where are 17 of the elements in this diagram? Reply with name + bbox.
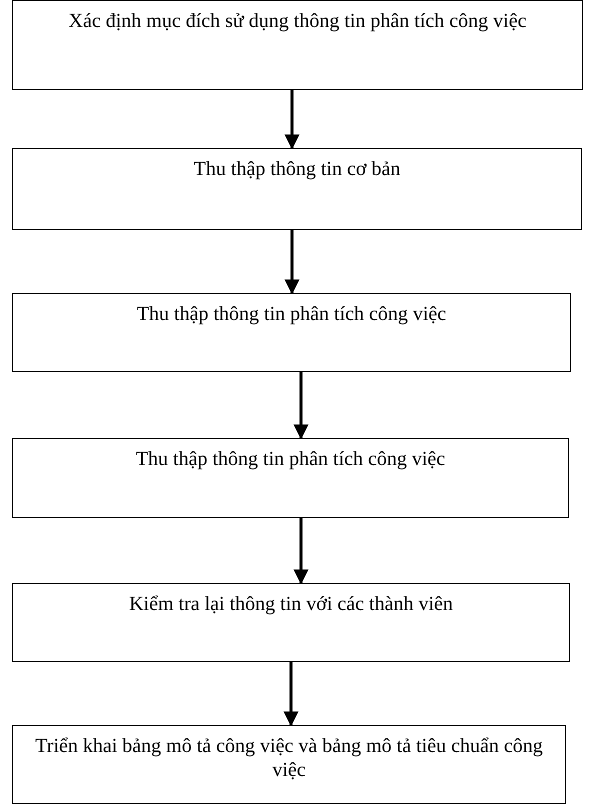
arrow <box>284 662 298 726</box>
process-box <box>12 293 571 372</box>
step-text: Kiểm tra lại thông tin với các thành viên <box>128 592 454 616</box>
process-box <box>12 0 583 90</box>
arrow <box>284 230 300 294</box>
step-text: Xác định mục đích sử dụng thông tin phân tích công việc <box>68 9 528 33</box>
arrow <box>294 372 308 440</box>
step-text: Thu thập thông tin phân tích công việc <box>134 447 446 471</box>
arrow <box>294 518 308 584</box>
process-box <box>12 148 582 230</box>
process-box <box>12 438 569 518</box>
step-text: Thu thập thông tin cơ bản <box>192 157 402 181</box>
step-text: Thu thập thông tin phân tích công việc <box>136 302 448 326</box>
process-box <box>12 725 566 804</box>
step-text: Triển khai bảng mô tả công việc và bảng mô tả tiêu chuẩn công việc <box>34 734 544 782</box>
process-box <box>12 583 570 662</box>
arrow <box>284 90 300 150</box>
